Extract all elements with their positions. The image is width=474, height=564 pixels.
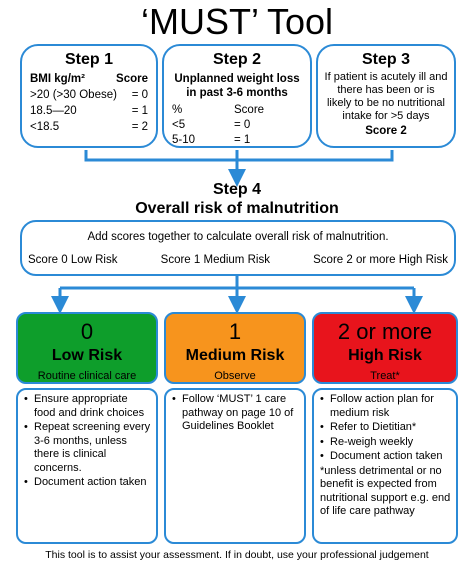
step2-range-0: <5 xyxy=(172,119,186,131)
low-risk-box: 0 Low Risk Routine clinical care xyxy=(16,312,158,384)
step2-range-1: 5-10 xyxy=(172,134,196,146)
step2-score-0: = 0 xyxy=(234,119,251,131)
step1-score-2: = 2 xyxy=(131,121,148,133)
step1-range-2: <18.5 xyxy=(30,121,60,133)
step4-option-high: Score 2 or more High Risk xyxy=(313,254,448,266)
step4-to-risks-connector xyxy=(51,276,423,314)
high-risk-note: *unless detrimental or no benefit is exp… xyxy=(320,464,451,518)
step2-col-score: Score xyxy=(234,104,265,116)
step1-score-1: = 1 xyxy=(131,105,148,117)
step1-score-label: Score xyxy=(116,73,148,85)
low-risk-score: 0 xyxy=(80,319,94,344)
step4-box: Add scores together to calculate overall… xyxy=(20,220,456,276)
high-risk-actions: Follow action plan for medium risk Refer… xyxy=(312,388,458,544)
high-risk-action: Treat* xyxy=(370,370,400,382)
list-item: Document action taken xyxy=(22,476,152,490)
list-item: Refer to Dietitian* xyxy=(318,421,452,435)
step2-score-1: = 1 xyxy=(234,134,251,146)
step4-subheading: Overall risk of malnutrition xyxy=(135,200,339,217)
step4-option-low: Score 0 Low Risk xyxy=(28,254,118,266)
step4-option-medium: Score 1 Medium Risk xyxy=(160,254,270,266)
low-risk-actions: Ensure appropriate food and drink choice… xyxy=(16,388,158,544)
list-item: Repeat screening every 3-6 months, unles… xyxy=(22,421,152,475)
list-item: Re-weigh weekly xyxy=(318,436,452,450)
medium-risk-actions: Follow ‘MUST’ 1 care pathway on page 10 … xyxy=(164,388,306,544)
steps-to-step4-connector xyxy=(84,150,394,187)
list-item: Follow action plan for medium risk xyxy=(318,393,452,420)
step3-text: If patient is acutely ill and there has … xyxy=(324,71,448,122)
medium-risk-action: Observe xyxy=(214,370,256,382)
step2-box: Step 2 Unplanned weight loss in past 3-6… xyxy=(162,44,312,148)
page-title: ‘MUST’ Tool xyxy=(140,1,334,42)
step3-heading: Step 3 xyxy=(361,51,410,68)
list-item: Document action taken xyxy=(318,450,452,464)
medium-risk-name: Medium Risk xyxy=(185,347,285,364)
footer-note: This tool is to assist your assessment. … xyxy=(45,549,429,561)
step4-heading: Step 4 xyxy=(212,181,261,198)
step2-col-pct: % xyxy=(172,104,183,116)
step1-range-1: 18.5—20 xyxy=(30,105,77,117)
step1-heading: Step 1 xyxy=(64,51,113,68)
high-risk-score: 2 or more xyxy=(337,319,433,344)
step1-score-0: = 0 xyxy=(131,89,148,101)
step3-score: Score 2 xyxy=(365,125,407,137)
list-item: Follow ‘MUST’ 1 care pathway on page 10 … xyxy=(170,393,300,434)
medium-risk-score: 1 xyxy=(228,319,242,344)
list-item: Ensure appropriate food and drink choice… xyxy=(22,393,152,420)
step2-heading: Step 2 xyxy=(212,51,261,68)
step2-subheading: Unplanned weight loss in past 3-6 months xyxy=(174,73,300,99)
high-risk-box: 2 or more High Risk Treat* xyxy=(312,312,458,384)
step1-range-0: >20 (>30 Obese) xyxy=(30,89,117,101)
step4-instruction: Add scores together to calculate overall… xyxy=(87,231,389,243)
low-risk-name: Low Risk xyxy=(51,347,123,364)
medium-risk-box: 1 Medium Risk Observe xyxy=(164,312,306,384)
low-risk-action: Routine clinical care xyxy=(37,370,137,382)
step1-box: Step 1 BMI kg/m² Score >20 (>30 Obese) =… xyxy=(20,44,158,148)
high-risk-name: High Risk xyxy=(348,347,422,364)
step3-box: Step 3 If patient is acutely ill and the… xyxy=(316,44,456,148)
step1-label: BMI kg/m² xyxy=(30,73,85,85)
